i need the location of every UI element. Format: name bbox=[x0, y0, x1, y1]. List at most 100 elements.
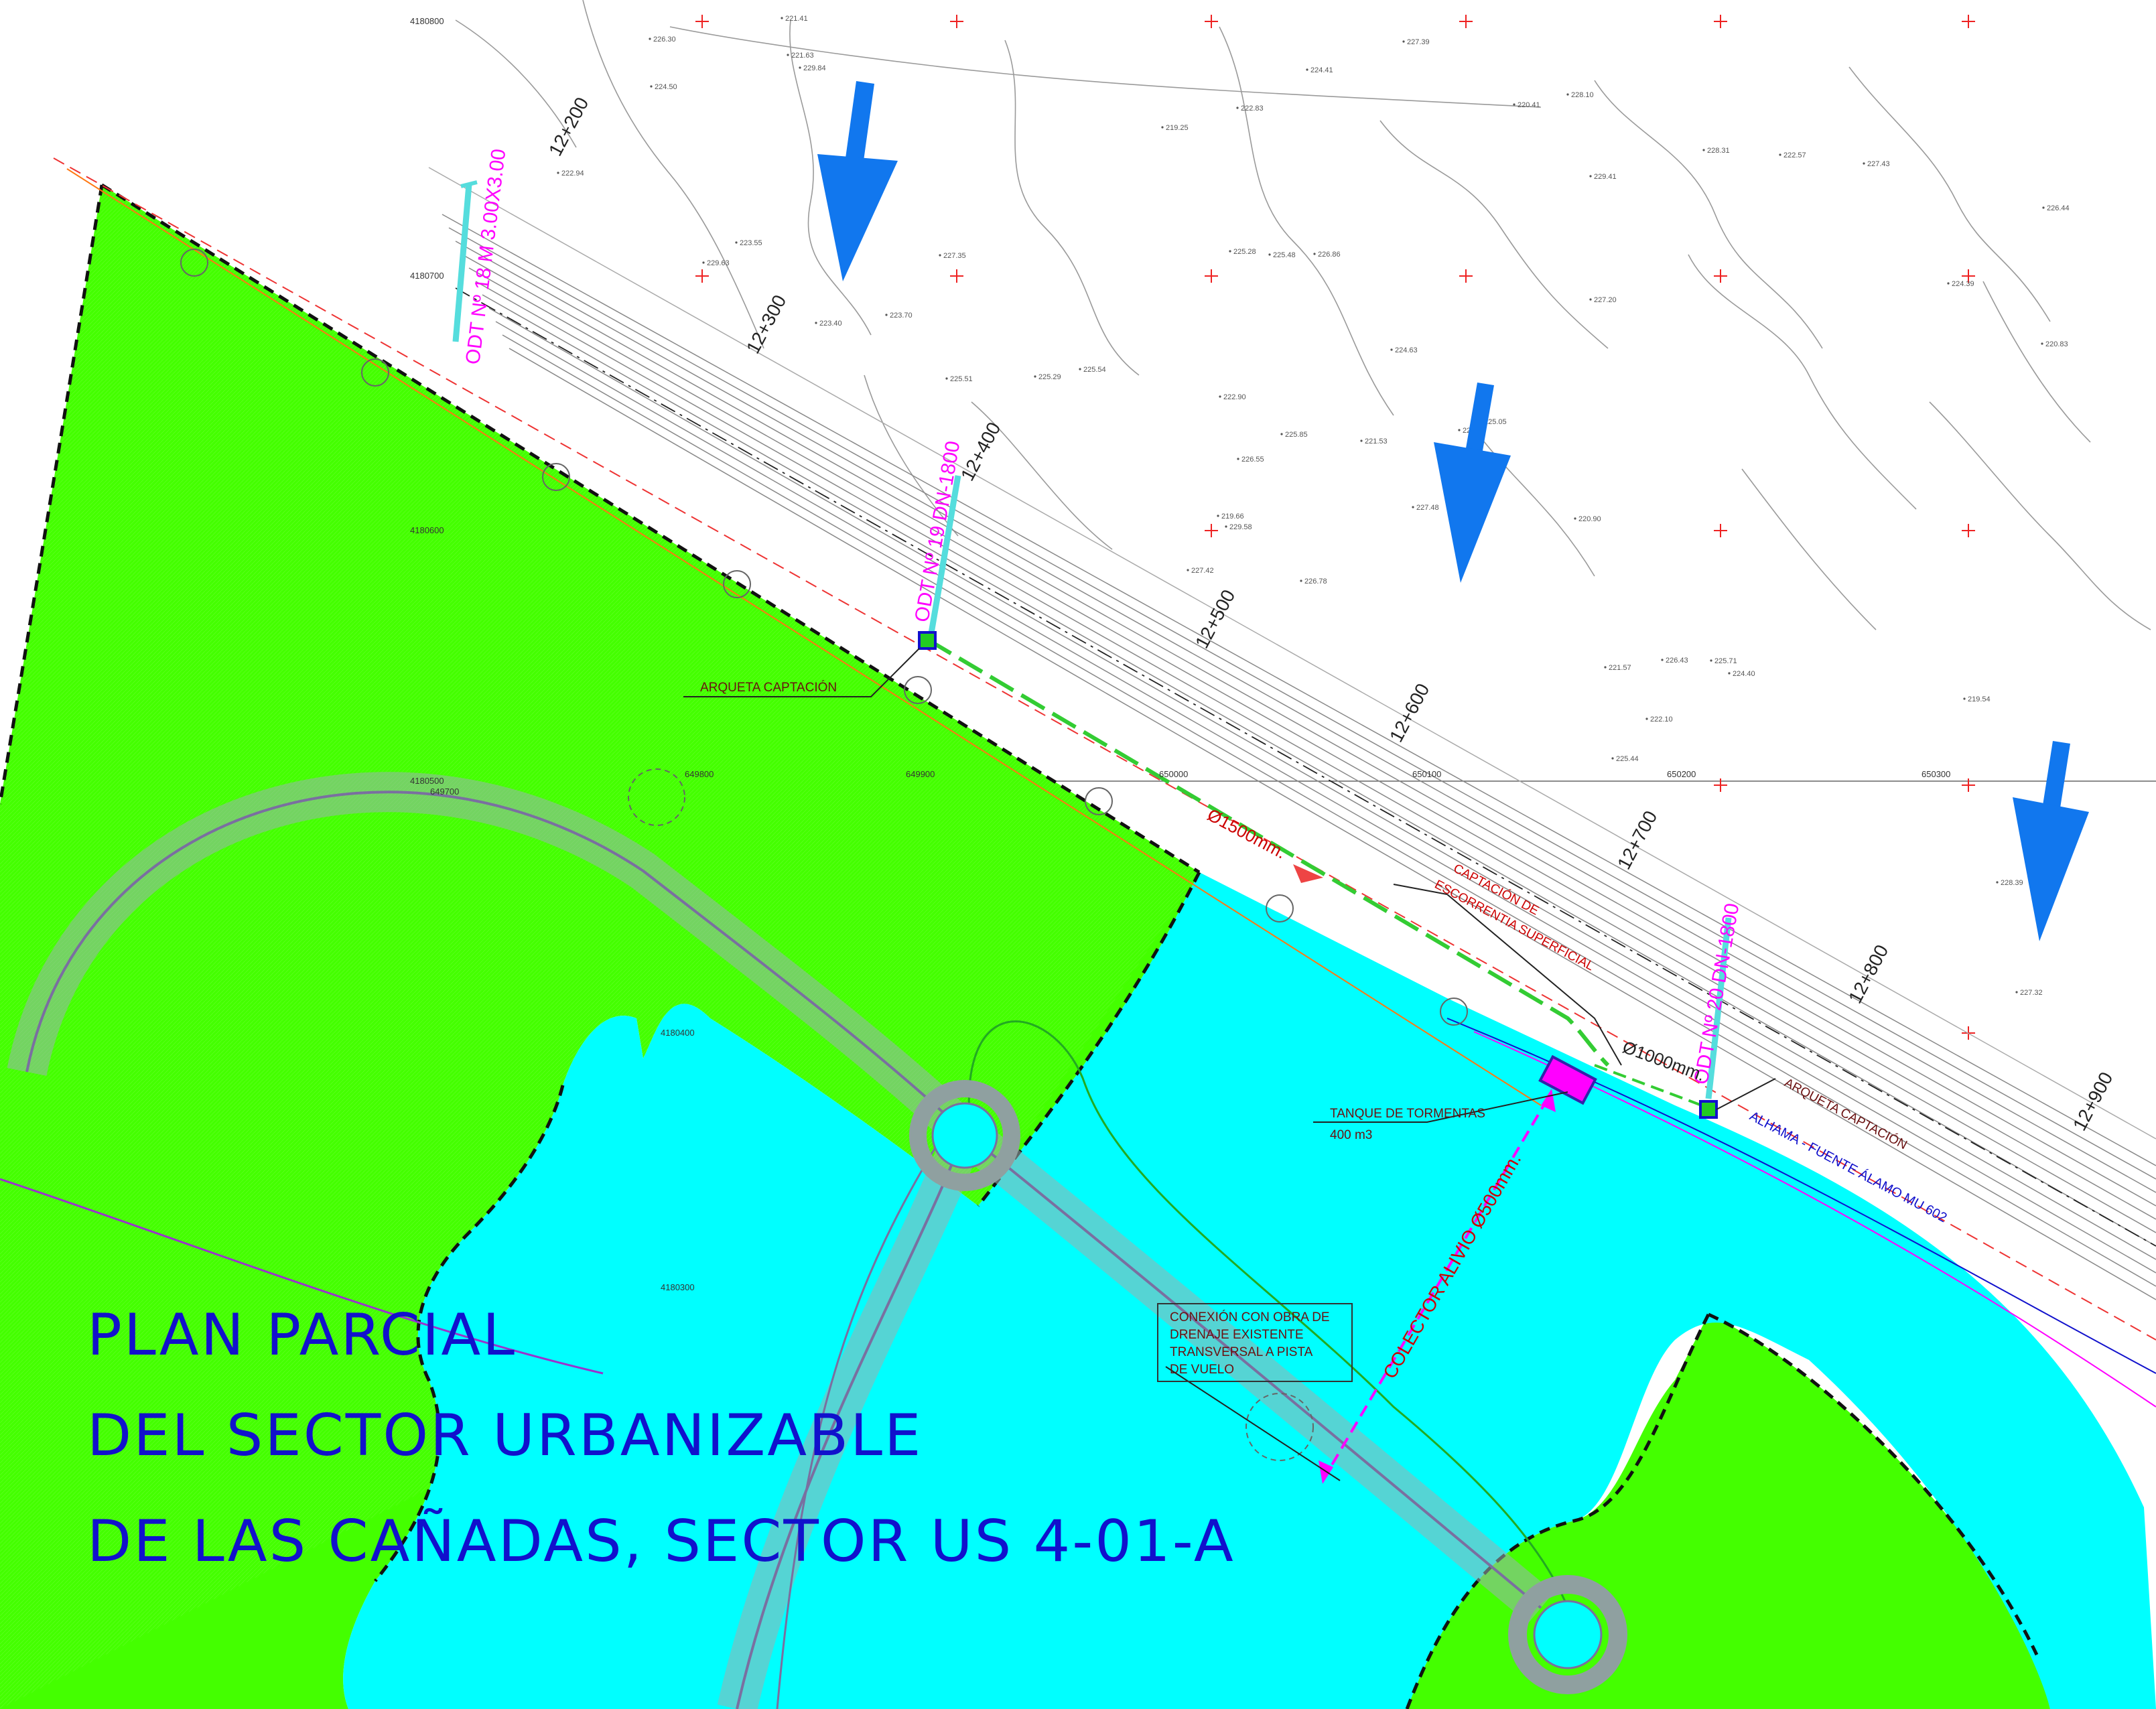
odt20-bar bbox=[1705, 917, 1732, 1099]
rail-corridor bbox=[428, 167, 2156, 1300]
pipe-1500 bbox=[927, 638, 1610, 1067]
spot-height: 225.51 bbox=[950, 375, 973, 383]
arqueta-captacion-left bbox=[918, 631, 937, 650]
spot-height-point bbox=[1947, 282, 1950, 285]
odt19-bar bbox=[928, 475, 961, 634]
sector-boundaries bbox=[0, 183, 2039, 1709]
easting-labels: 649700 649800 649900 650000 650100 65020… bbox=[430, 769, 1950, 797]
spot-height-point bbox=[1604, 666, 1607, 669]
spot-height: 226.78 bbox=[1304, 577, 1327, 586]
spot-height-point bbox=[1313, 253, 1316, 255]
spot-height: 228.31 bbox=[1707, 147, 1730, 155]
spot-height: 224.41 bbox=[1310, 66, 1333, 74]
plan-title: PLAN PARCIAL DEL SECTOR URBANIZABLE DE L… bbox=[87, 1302, 1235, 1575]
spot-height-point bbox=[1645, 717, 1648, 720]
spot-height-point bbox=[1390, 348, 1393, 351]
arqueta-captacion-right bbox=[1699, 1100, 1718, 1119]
spot-height-point bbox=[1225, 525, 1227, 528]
spot-height-point bbox=[649, 38, 651, 40]
spot-height: 227.43 bbox=[1867, 160, 1890, 168]
svg-text:4180600: 4180600 bbox=[410, 525, 444, 535]
spot-height: 227.42 bbox=[1191, 567, 1214, 575]
spot-height-point bbox=[1360, 439, 1363, 442]
spot-height: 229.63 bbox=[707, 259, 730, 267]
spot-height-point bbox=[1161, 126, 1164, 129]
spot-height: 229.84 bbox=[803, 64, 826, 72]
odt18-bar bbox=[452, 184, 472, 342]
spot-height-point bbox=[1236, 107, 1239, 109]
spot-height: 219.66 bbox=[1221, 512, 1244, 521]
svg-text:650200: 650200 bbox=[1667, 769, 1696, 779]
roundabout-1 bbox=[909, 1080, 1020, 1191]
colector-arrow-top bbox=[1541, 1089, 1556, 1112]
spot-height: 229.41 bbox=[1594, 173, 1617, 181]
spot-height: 228.39 bbox=[2001, 879, 2023, 887]
storm-tank bbox=[1538, 1054, 1597, 1105]
spot-height-point bbox=[735, 241, 738, 244]
spot-height-point bbox=[1589, 175, 1592, 178]
spot-height: 228.10 bbox=[1571, 91, 1594, 99]
flow-arrow-2 bbox=[1434, 383, 1511, 583]
spot-height: 224.40 bbox=[1733, 670, 1755, 678]
spot-height: 221.41 bbox=[785, 15, 808, 23]
spot-height: 225.71 bbox=[1714, 657, 1737, 665]
flow-arrows bbox=[817, 81, 2089, 941]
spot-height: 226.43 bbox=[1666, 657, 1688, 665]
spot-height-point bbox=[1079, 368, 1081, 370]
spot-height: 222.94 bbox=[561, 169, 584, 178]
odt-structures bbox=[452, 180, 1732, 1099]
spot-height-point bbox=[1219, 395, 1221, 398]
spot-height: 220.83 bbox=[2045, 340, 2068, 348]
road-mu602-edge-2 bbox=[1473, 1031, 2156, 1408]
colector-arrow-bottom bbox=[1319, 1460, 1333, 1484]
spot-height-point bbox=[1217, 515, 1219, 517]
spot-height: 225.05 bbox=[1484, 418, 1507, 426]
spot-height-point bbox=[1306, 68, 1308, 71]
spot-height: 226.30 bbox=[653, 36, 676, 44]
spot-height: 222.90 bbox=[1223, 393, 1246, 401]
spot-height: 227.35 bbox=[943, 252, 966, 260]
spot-height: 222.57 bbox=[1783, 151, 1806, 159]
svg-text:4180800: 4180800 bbox=[410, 16, 444, 26]
spot-height-point bbox=[1566, 93, 1569, 96]
svg-text:649800: 649800 bbox=[685, 769, 714, 779]
spot-height: 219.25 bbox=[1166, 124, 1189, 132]
tree-markers bbox=[180, 249, 1468, 1461]
spot-height-point bbox=[945, 377, 948, 380]
spot-height: 225.28 bbox=[1233, 248, 1256, 256]
spot-height-point bbox=[1779, 153, 1781, 156]
svg-text:650300: 650300 bbox=[1922, 769, 1950, 779]
spot-height: 227.32 bbox=[2020, 989, 2043, 997]
conexion-note: CONEXIÓN CON OBRA DE DRENAJE EXISTENTE T… bbox=[1157, 1303, 1353, 1382]
spot-height-point bbox=[1300, 579, 1302, 582]
spot-height: 222.10 bbox=[1650, 715, 1673, 724]
spot-height: 221.63 bbox=[791, 52, 814, 60]
spot-height-point bbox=[1513, 103, 1515, 106]
spot-height-point bbox=[939, 254, 941, 257]
roundabout-2-island bbox=[1533, 1600, 1603, 1669]
spot-height-point bbox=[1237, 458, 1239, 460]
svg-text:650100: 650100 bbox=[1412, 769, 1441, 779]
spot-height-point bbox=[557, 172, 559, 174]
tanque-label: TANQUE DE TORMENTAS bbox=[1330, 1107, 1485, 1121]
spot-height-point bbox=[1589, 298, 1592, 301]
spot-height-point bbox=[2042, 206, 2045, 209]
roundabout-1-island bbox=[931, 1102, 998, 1169]
spot-height-point bbox=[885, 314, 888, 316]
spot-height-point bbox=[1187, 569, 1189, 571]
roundabout-2 bbox=[1508, 1575, 1627, 1694]
spot-height: 227.39 bbox=[1407, 38, 1430, 46]
svg-text:4180700: 4180700 bbox=[410, 271, 444, 281]
spot-height-point bbox=[1574, 517, 1576, 520]
spot-height-point bbox=[799, 66, 801, 69]
spot-height-point bbox=[1412, 506, 1414, 508]
spot-height-point bbox=[1280, 433, 1283, 435]
spot-height-point bbox=[2041, 342, 2043, 345]
spot-height: 224.39 bbox=[1952, 280, 1974, 288]
svg-text:TRANSVERSAL A PISTA: TRANSVERSAL A PISTA bbox=[1170, 1345, 1313, 1359]
title-line-3: DE LAS CAÑADAS, SECTOR US 4-01-A bbox=[87, 1508, 1235, 1575]
spot-height-point bbox=[1268, 253, 1271, 256]
internal-roads bbox=[0, 772, 1569, 1709]
svg-text:4180400: 4180400 bbox=[661, 1028, 695, 1038]
orange-line bbox=[66, 168, 1542, 1106]
